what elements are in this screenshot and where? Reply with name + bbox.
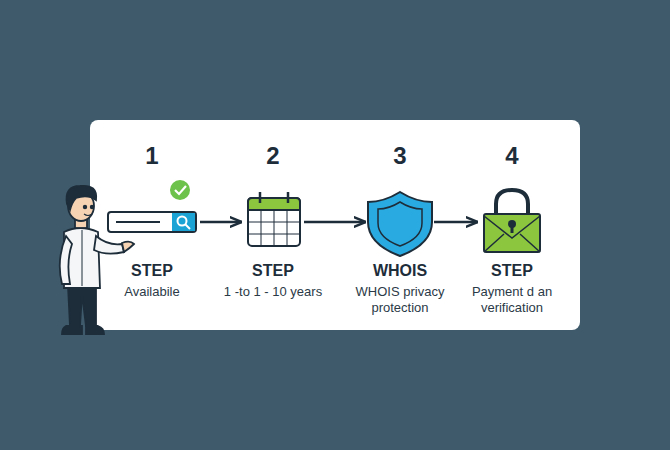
step-box: 3WHOISWHOIS privacy protection xyxy=(368,190,432,254)
step-box: 4STEPPayment d an verification xyxy=(480,190,544,254)
calendar-icon xyxy=(248,192,300,246)
check-icon xyxy=(170,180,190,200)
step-number: 2 xyxy=(208,142,338,170)
step-description: Availabile xyxy=(87,284,217,300)
step-box: 2STEP1 -to 1 - 10 years xyxy=(244,190,302,254)
step-number: 4 xyxy=(447,142,577,170)
flow-arrow xyxy=(434,221,478,224)
step-heading: STEP xyxy=(447,262,577,280)
step-heading: STEP xyxy=(208,262,338,280)
step-box: 1STEPAvailabile xyxy=(106,190,198,254)
shield-icon xyxy=(368,192,432,256)
step-number: 1 xyxy=(87,142,217,170)
person-illustration xyxy=(60,186,134,334)
search-icon xyxy=(108,212,196,232)
step-description: WHOIS privacy protection xyxy=(335,284,465,315)
step-heading: STEP xyxy=(87,262,217,280)
step-description: 1 -to 1 - 10 years xyxy=(208,284,338,300)
step-heading: WHOIS xyxy=(335,262,465,280)
flow-arrow xyxy=(200,221,242,224)
step-description: Payment d an verification xyxy=(447,284,577,315)
lock-icon xyxy=(484,190,540,252)
flow-arrow xyxy=(304,221,366,224)
step-number: 3 xyxy=(335,142,465,170)
